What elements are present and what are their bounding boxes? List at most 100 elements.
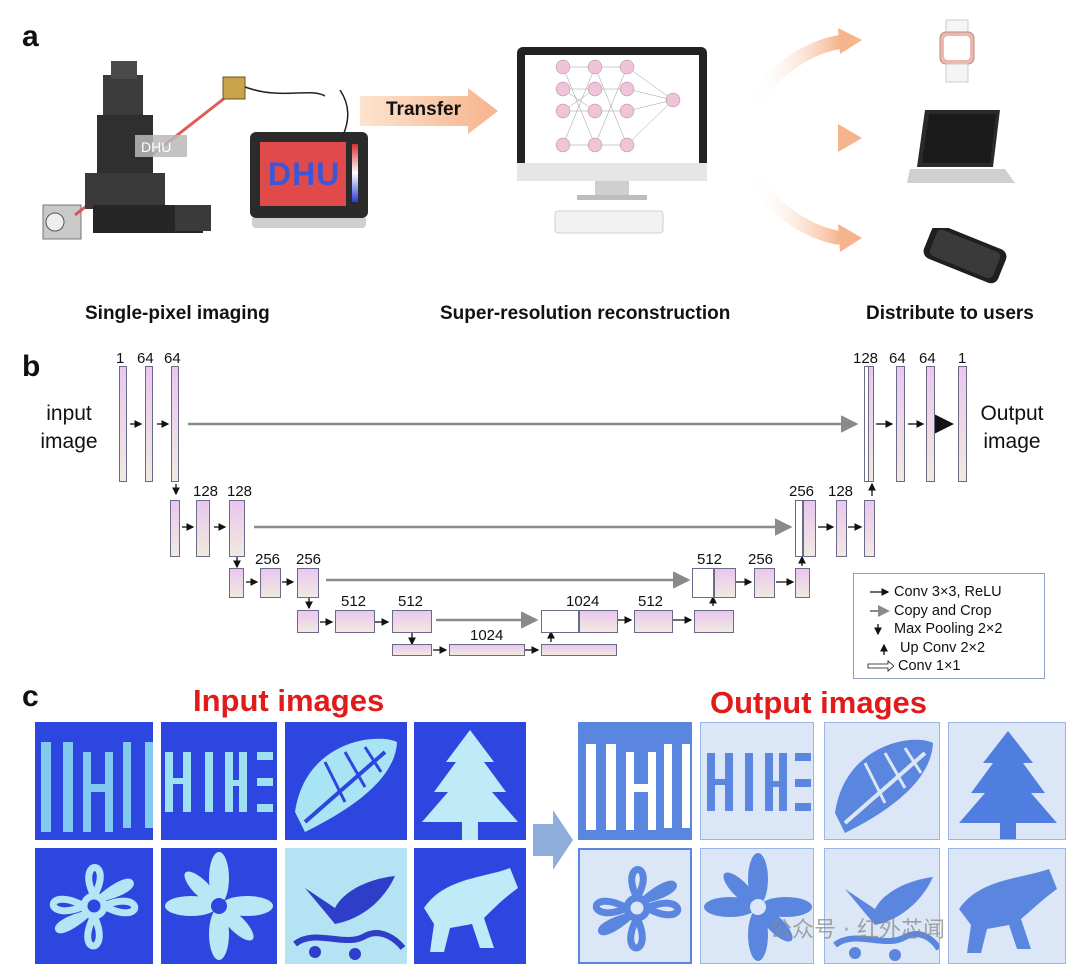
channel-label: 128 [193,483,219,500]
copied-feature-map [692,568,714,598]
feature-map [926,366,935,482]
channel-label: 256 [255,551,281,568]
sample-text: DHU [141,139,171,155]
feature-map [260,568,281,598]
imaging-rig-illustration: DHU [42,61,325,240]
smartphone-icon [923,228,1007,284]
colorbar [352,144,358,202]
feature-map [170,500,180,557]
distribution-arrows [744,28,862,252]
feature-map [754,568,775,598]
copied-feature-map [795,500,803,557]
computer-neural-network [517,47,707,234]
feature-map [449,644,525,656]
input-tile-dhu [35,722,153,840]
input-tile-leaf [285,722,407,840]
feature-map [297,610,319,633]
legend-label: Copy and Crop [894,603,992,619]
feature-map [896,366,905,482]
display-screen: DHU [260,142,346,206]
feature-map [714,568,736,598]
output-tile-dhu [578,722,692,840]
caption-super-resolution: Super-resolution reconstruction [440,303,731,324]
feature-map [196,500,210,557]
channel-label: 256 [296,551,322,568]
feature-map [803,500,816,557]
output-tile-hias [700,722,814,840]
feature-map [864,500,875,557]
input-tile-wolf [414,848,526,964]
legend-label: Conv 1×1 [898,658,961,674]
output-tile-wolf [948,848,1066,964]
feature-map [958,366,967,482]
input-images-title: Input images [193,683,385,718]
legend: Conv 3×3, ReLU Copy and Crop Max Pooling… [853,573,1045,679]
output-tile-leaf [824,722,940,840]
caption-distribute: Distribute to users [866,303,1034,324]
feature-map [297,568,319,598]
channel-label: 1024 [470,627,504,644]
input-tile-hias [161,722,277,840]
panel-letter-b: b [22,350,41,383]
panel-letter-a: a [22,20,39,53]
output-label-line2: image [983,430,1041,453]
legend-label: Up Conv 2×2 [900,640,986,656]
input-label-line1: input [46,402,92,425]
input-tile-tree [414,722,526,840]
unet-arrows [130,412,954,654]
channel-label: 1 [116,350,125,367]
channel-label: 512 [638,593,664,610]
hollow-arrow-icon [867,660,894,672]
channel-label: 256 [789,483,815,500]
feature-map [868,366,874,482]
transfer-label: Transfer [386,99,461,120]
feature-map [119,366,127,482]
cable [339,90,349,139]
feature-map [541,644,617,656]
input-tile-flower-star [161,848,277,964]
feature-map [229,568,244,598]
output-label-line1: Output [980,402,1044,425]
transfer-arrow [360,88,498,134]
feature-map [579,610,618,633]
input-label-line2: image [40,430,98,453]
channel-label: 64 [889,350,906,367]
watermark-text: 公众号 · 红外芯闻 [770,918,945,943]
input-image-label: input image [30,400,108,456]
feature-map [392,610,432,633]
channel-label: 64 [919,350,936,367]
feature-map [229,500,245,557]
legend-label: Max Pooling 2×2 [894,621,1003,637]
panel-letter-c: c [22,680,39,713]
channel-label: 128 [227,483,253,500]
caption-single-pixel: Single-pixel imaging [85,303,270,324]
transform-arrow [533,810,573,870]
channel-label: 256 [748,551,774,568]
channel-label: 512 [697,551,723,568]
input-tile-bird [285,848,407,964]
output-images-title: Output images [710,685,928,720]
feature-map [335,610,375,633]
output-tile-flower-star [700,848,814,964]
legend-symbols [867,588,894,672]
channel-label: 1 [958,350,967,367]
channel-label: 512 [341,593,367,610]
channel-label: 1024 [566,593,600,610]
feature-map [836,500,847,557]
feature-map [634,610,673,633]
feature-map [694,610,734,633]
feature-map [145,366,153,482]
feature-map [795,568,810,598]
screen-text: DHU [268,156,341,192]
feature-map [171,366,179,482]
smartwatch-icon [939,19,975,83]
legend-label: Conv 3×3, ReLU [894,584,1002,600]
output-image-label: Output image [972,400,1052,456]
display-base [252,218,366,228]
display-monitor: DHU [250,132,368,218]
output-tile-tree [948,722,1066,840]
feature-map [392,644,432,656]
input-tile-flower-wheel [35,848,153,964]
laptop-icon [907,110,1015,183]
channel-label: 64 [137,350,154,367]
